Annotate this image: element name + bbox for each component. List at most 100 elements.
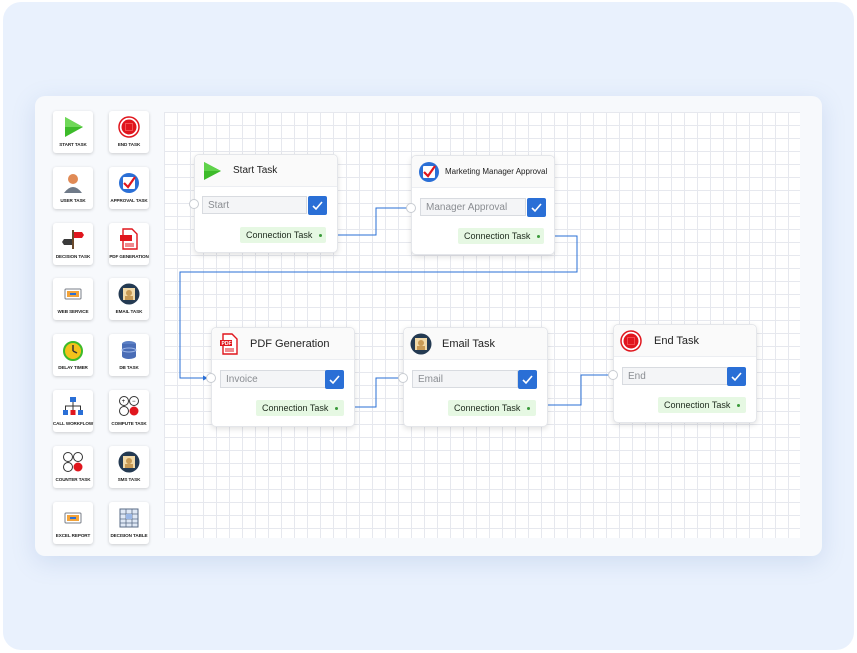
palette-item-label: DECISION TABLE — [110, 532, 148, 538]
node-header: Start Task — [195, 155, 337, 187]
svg-text:+: + — [122, 399, 126, 405]
node-header: End Task — [614, 325, 756, 357]
palette-item-label: WEB SERVICE — [57, 309, 89, 315]
checkmark-icon — [731, 372, 742, 382]
palette-item-label: EMAIL TASK — [115, 309, 143, 315]
palette-item-label: COMPUTE TASK — [111, 421, 147, 426]
checkmark-icon — [522, 375, 533, 385]
check-button[interactable] — [518, 370, 537, 389]
node-title: Email Task — [442, 337, 495, 350]
palette-item-end-task[interactable]: END TASK — [109, 111, 149, 153]
manager-approval-field[interactable]: Manager Approval — [420, 198, 526, 216]
web-service-icon — [61, 282, 85, 306]
start-field[interactable]: Start — [202, 196, 307, 214]
palette-item-label: DB TASK — [119, 365, 139, 371]
palette-item-decision-task[interactable]: DECISION TASK — [53, 222, 93, 265]
output-port[interactable] — [335, 407, 339, 411]
excel-report-icon — [61, 506, 85, 530]
palette-item-label: SMS TASK — [117, 476, 141, 482]
palette-item-label: CALL WORKFLOW — [52, 421, 94, 426]
palette-item-user-task[interactable]: USER TASK — [53, 166, 93, 209]
end-field[interactable]: End — [622, 367, 728, 385]
palette-item-sms-task[interactable]: SMS TASK — [109, 445, 149, 488]
output-port[interactable] — [527, 407, 531, 411]
counter-icon — [61, 450, 85, 474]
database-icon — [117, 338, 141, 362]
email-field[interactable]: Email — [412, 370, 518, 388]
palette-item-decision-table[interactable]: DECISION TABLE — [109, 501, 149, 544]
connection-task-button[interactable]: Connection Task — [658, 397, 746, 413]
palette-item-db-task[interactable]: DB TASK — [109, 334, 149, 377]
check-button[interactable] — [325, 370, 344, 389]
invoice-field[interactable]: Invoice — [220, 370, 326, 388]
palette-item-start-task[interactable]: START TASK — [53, 111, 93, 153]
palette-item-pdf-generation[interactable]: PDF GENERATION — [109, 222, 149, 265]
palette-item-delay-timer[interactable]: DELAY TIMER — [53, 334, 93, 377]
node-header: PDF PDF Generation — [212, 328, 354, 360]
arrowhead — [203, 375, 208, 381]
connection-task-button[interactable]: Connection Task — [240, 227, 326, 243]
play-icon — [61, 115, 85, 139]
palette-item-compute-task[interactable]: +− COMPUTE TASK — [109, 390, 149, 432]
palette-item-label: USER TASK — [60, 197, 86, 203]
node-title: Marketing Manager Approval — [445, 167, 548, 176]
connection-label: Connection Task — [262, 403, 329, 413]
input-port[interactable] — [206, 373, 216, 383]
pdf-icon — [117, 227, 141, 251]
palette-item-approval-task[interactable]: APPROVAL TASK — [109, 166, 149, 209]
input-port[interactable] — [608, 370, 618, 380]
checkmark-icon — [329, 375, 340, 385]
approval-check-icon — [117, 171, 141, 195]
checkmark-icon — [312, 201, 323, 211]
checkmark-icon — [531, 203, 542, 213]
palette-item-label: COUNTER TASK — [55, 476, 91, 482]
email-avatar-icon — [410, 333, 432, 355]
output-port[interactable] — [319, 234, 323, 238]
node-header: Email Task — [404, 328, 547, 360]
node-end-task[interactable]: End Task End Connection Task — [613, 324, 757, 423]
node-start-task[interactable]: Start Task Start Connection Task — [194, 154, 338, 253]
check-button[interactable] — [727, 367, 746, 386]
palette-item-counter-task[interactable]: COUNTER TASK — [53, 445, 93, 488]
play-icon — [201, 160, 223, 182]
connection-label: Connection Task — [454, 403, 521, 413]
input-port[interactable] — [189, 199, 199, 209]
link-start-to-approval — [337, 207, 410, 236]
user-icon — [61, 171, 85, 195]
timer-icon — [61, 338, 85, 362]
connection-task-button[interactable]: Connection Task — [448, 400, 536, 416]
palette-item-label: DELAY TIMER — [58, 365, 88, 371]
input-port[interactable] — [406, 203, 416, 213]
link-email-to-end — [538, 374, 614, 406]
palette-item-label: EXCEL REPORT — [55, 532, 91, 538]
node-title: PDF Generation — [250, 337, 330, 350]
palette-item-email-task[interactable]: EMAIL TASK — [109, 278, 149, 321]
output-port[interactable] — [537, 235, 541, 239]
svg-text:PDF: PDF — [222, 341, 232, 347]
input-port[interactable] — [398, 373, 408, 383]
palette-item-excel-report[interactable]: EXCEL REPORT — [53, 501, 93, 544]
node-title: Start Task — [233, 165, 278, 176]
check-button[interactable] — [308, 196, 327, 215]
email-avatar-icon — [117, 282, 141, 306]
palette-item-label: APPROVAL TASK — [110, 197, 148, 203]
connection-label: Connection Task — [464, 231, 531, 241]
check-button[interactable] — [527, 198, 546, 217]
connection-label: Connection Task — [664, 400, 731, 410]
connection-task-button[interactable]: Connection Task — [256, 400, 344, 416]
node-pdf-generation[interactable]: PDF PDF Generation Invoice Connection Ta… — [211, 327, 355, 427]
link-approval-to-pdf — [179, 235, 578, 379]
palette-item-call-workflow[interactable]: CALL WORKFLOW — [53, 390, 93, 432]
palette-item-label: PDF GENERATION — [109, 253, 149, 259]
palette-item-web-service[interactable]: WEB SERVICE — [53, 278, 93, 321]
node-approval-task[interactable]: Marketing Manager Approval Manager Appro… — [411, 155, 555, 255]
palette-item-label: END TASK — [117, 142, 141, 147]
svg-text:−: − — [132, 399, 136, 405]
connection-task-button[interactable]: Connection Task — [458, 228, 544, 244]
node-email-task[interactable]: Email Task Email Connection Task — [403, 327, 548, 427]
sms-avatar-icon — [117, 450, 141, 474]
palette-item-label: DECISION TASK — [55, 253, 91, 259]
workflow-icon — [61, 394, 85, 418]
output-port[interactable] — [737, 404, 741, 408]
